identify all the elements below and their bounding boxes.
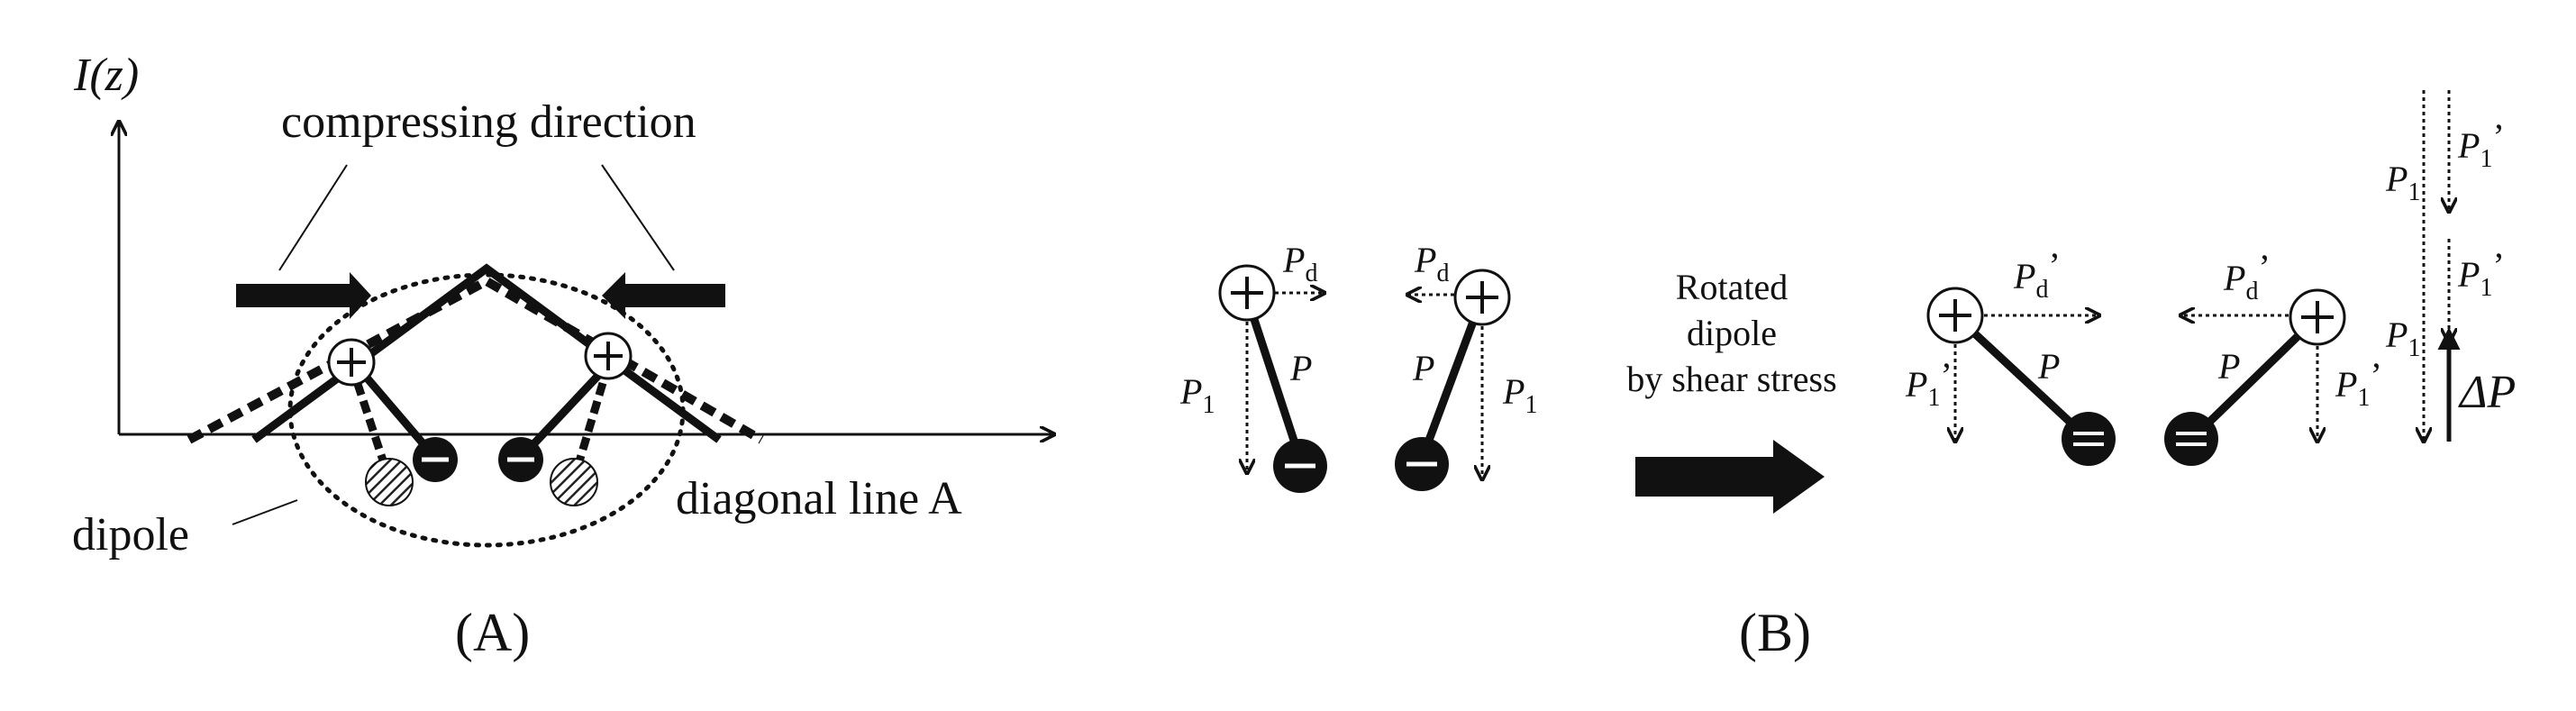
compress-leader-right (601, 164, 675, 271)
diagonal-line-original (187, 276, 764, 444)
compress-leader-left (278, 164, 348, 271)
dipole-positive-right (584, 332, 633, 380)
dipole-b4 (2164, 288, 2346, 466)
p1-label-1: P1 (1179, 371, 1215, 419)
caption-a: (A) (455, 603, 530, 662)
pd-prime-label-3: Pd’ (2013, 245, 2061, 304)
p1-label-2: P1 (1502, 371, 1537, 419)
caption-b: (B) (1739, 603, 1811, 662)
panel-a: I(z) compressing direction (72, 50, 1054, 662)
compress-arrow-right (602, 272, 725, 319)
pd-label-1: Pd (1282, 240, 1317, 287)
dipole-leader (232, 499, 298, 525)
pd-prime-label-4: Pd’ (2223, 247, 2271, 305)
diagonal-line-compressed (251, 263, 722, 443)
delta-p-label: ΔP (2458, 367, 2516, 418)
pd-label-2: Pd (1414, 240, 1449, 287)
dipole-label: dipole (72, 509, 189, 561)
dipole-negative-original-right (550, 458, 598, 506)
p-label-2: P (1412, 348, 1434, 388)
p1-prime-label-3: P1’ (1905, 355, 1952, 412)
sum-p1-label-mid: P1 (2385, 314, 2420, 362)
panel-b: Pd P P1 Pd P P1 Rotated dipole by shear … (1179, 90, 2516, 662)
p1-prime-label-4: P1’ (2335, 355, 2382, 412)
dipole-negative-left (413, 437, 458, 482)
rotated-text-1: Rotated (1676, 267, 1788, 307)
rotated-text-3: by shear stress (1626, 359, 1836, 399)
compress-label: compressing direction (281, 96, 696, 148)
sum-p1-prime-label-top: P1’ (2457, 116, 2505, 173)
compress-arrow-left (236, 272, 371, 319)
p-label-1: P (1289, 348, 1312, 388)
p-label-4: P (2217, 346, 2240, 387)
rotated-text-2: dipole (1687, 313, 1777, 353)
axis-label: I(z) (73, 50, 139, 101)
sum-p1-label-top: P1 (2385, 159, 2420, 206)
shear-arrow (1635, 440, 1825, 514)
dipole-negative-original-left (365, 458, 414, 506)
p-label-3: P (2037, 346, 2060, 387)
sum-p1-prime-label-mid: P1’ (2457, 245, 2505, 302)
diagonal-line-label: diagonal line A (676, 473, 962, 524)
dipole-negative-right (498, 437, 543, 482)
dipole-b2 (1395, 269, 1511, 491)
dipole-positive-left (327, 338, 376, 387)
dipole-b1 (1218, 264, 1327, 493)
dipole-stem-right (517, 361, 612, 461)
dipole-b3 (1926, 287, 2116, 466)
dipole-region-ellipse (287, 272, 686, 548)
